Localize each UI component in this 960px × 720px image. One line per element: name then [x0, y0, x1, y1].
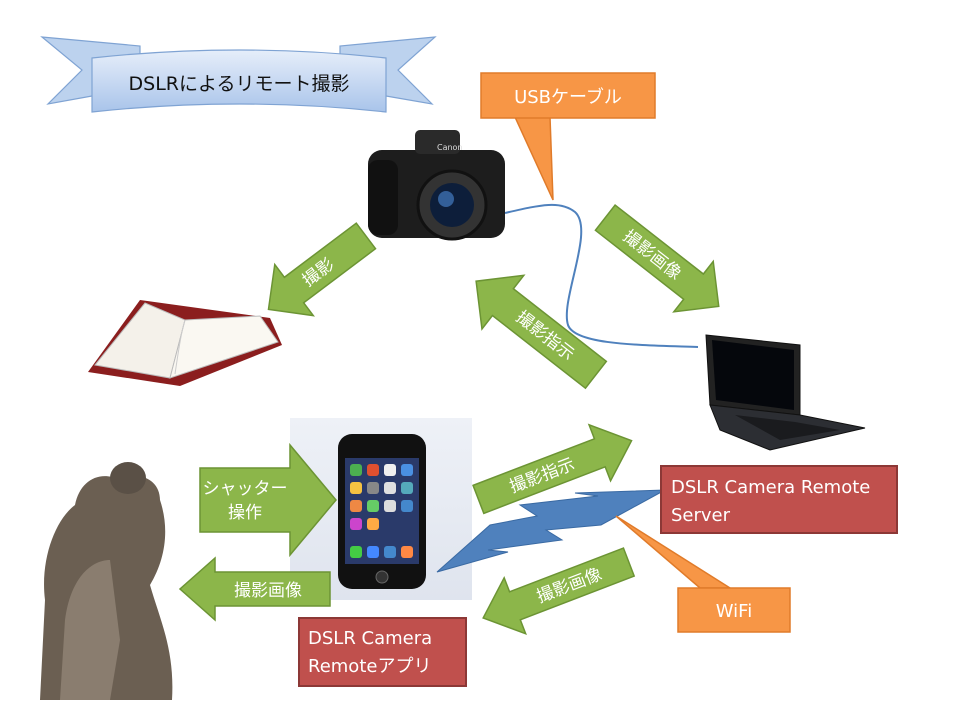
- usb-label: USBケーブル: [514, 86, 622, 108]
- shutter-label-line1: シャッター: [203, 479, 288, 499]
- arrow-camera-to-laptop: 撮影画像: [594, 204, 720, 313]
- app-label-line1: DSLR Camera: [308, 628, 432, 649]
- server-label-line2: Server: [671, 505, 731, 526]
- arrow-shutter-operation: シャッター 操作: [199, 442, 337, 558]
- wifi-callout: WiFi: [615, 515, 791, 633]
- arrow-phone-to-user: 撮影画像: [178, 556, 331, 622]
- statue-image: [40, 462, 173, 700]
- app-box: DSLR Camera Remoteアプリ: [298, 617, 467, 687]
- laptop-image: [705, 334, 866, 451]
- server-label-line1: DSLR Camera Remote: [671, 477, 870, 498]
- usb-callout: USBケーブル: [480, 72, 656, 201]
- usb-cable: [504, 203, 699, 348]
- title-banner: DSLRによるリモート撮影: [40, 36, 437, 113]
- arrow-camera-to-book: 撮影: [267, 222, 377, 317]
- server-box: DSLR Camera Remote Server: [660, 465, 898, 534]
- arrow-laptop-to-camera: 撮影指示: [475, 274, 608, 390]
- book-image: [88, 300, 282, 386]
- arrow-label: 撮影画像: [234, 581, 302, 601]
- shutter-label-line2: 操作: [228, 503, 262, 523]
- camera-image: Canon: [368, 130, 505, 241]
- app-label-line2: Remoteアプリ: [308, 656, 431, 677]
- wifi-label: WiFi: [716, 601, 752, 622]
- title-text: DSLRによるリモート撮影: [129, 73, 350, 95]
- arrow-phone-to-server: 撮影指示: [472, 423, 633, 515]
- camera-brand: Canon: [437, 143, 463, 152]
